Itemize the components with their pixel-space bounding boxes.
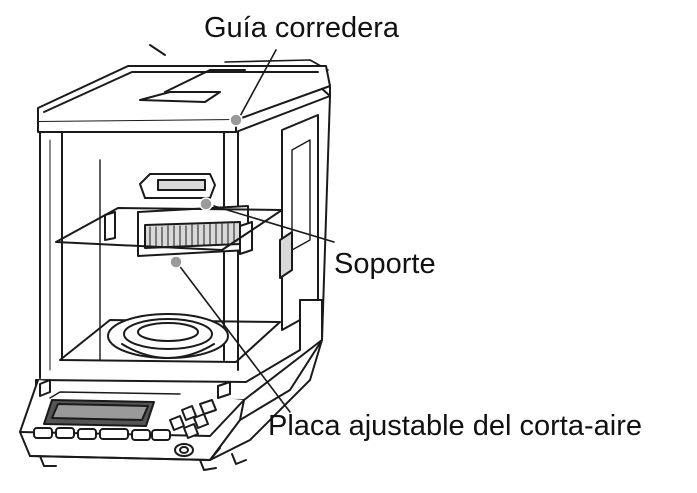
marker-guia xyxy=(229,113,243,127)
leader-guia xyxy=(237,49,277,121)
marker-placa xyxy=(169,255,183,269)
markers xyxy=(169,113,243,269)
leader-placa xyxy=(177,263,291,413)
balance-base xyxy=(19,299,323,471)
sliding-guide-top xyxy=(37,65,331,133)
weighing-pan xyxy=(59,313,281,363)
label-draft-shield-plate: Placa ajustable del corta-aire xyxy=(268,410,642,442)
label-sliding-guide: Guía corredera xyxy=(204,12,400,44)
leader-lines xyxy=(177,49,335,413)
leader-soporte xyxy=(213,205,335,243)
marker-soporte xyxy=(199,197,213,211)
holder xyxy=(104,173,253,257)
label-holder: Soporte xyxy=(334,248,436,280)
draft-shield-plate xyxy=(55,207,283,251)
side-glass-right xyxy=(279,114,319,331)
